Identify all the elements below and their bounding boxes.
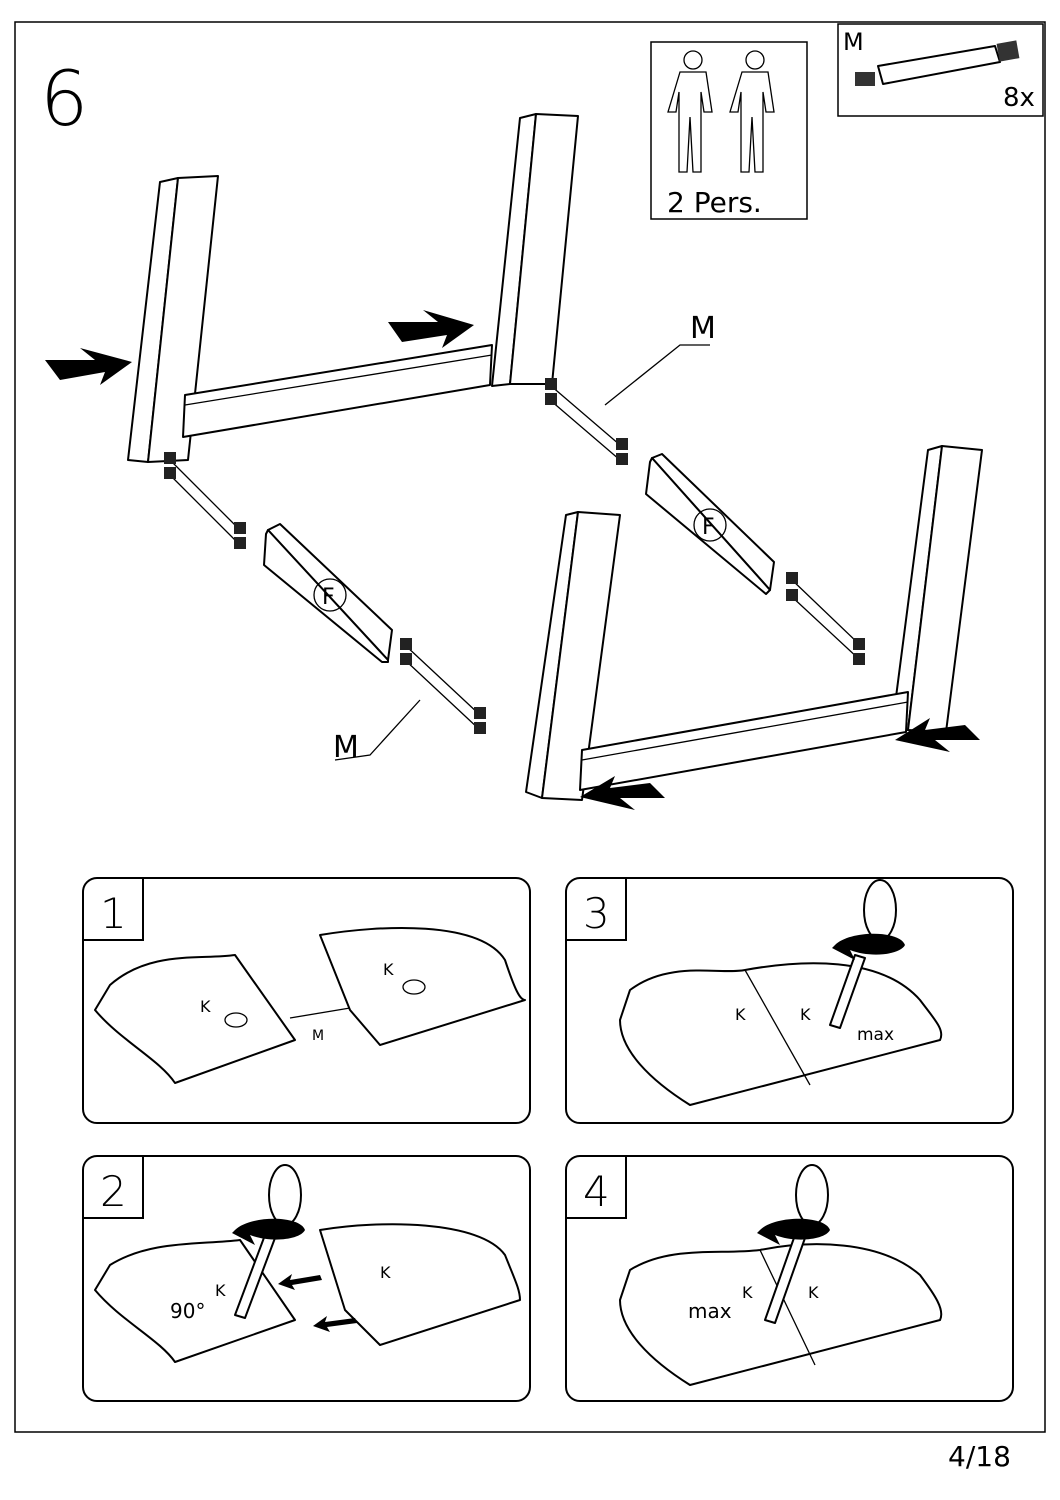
label-k: K: [800, 1005, 811, 1024]
push-arrow-icon: [895, 718, 980, 752]
rail: [182, 344, 493, 438]
panel-number: 3: [583, 889, 610, 938]
callout-m: M: [690, 311, 716, 346]
push-arrow-icon: [388, 310, 474, 348]
screwdriver-icon: [829, 879, 897, 1029]
label-angle: 90°: [170, 1299, 205, 1323]
callout-m: M: [333, 730, 359, 765]
push-arrow-icon: [580, 776, 665, 810]
part-letter: M: [843, 28, 864, 56]
connector-bolts: [164, 378, 865, 734]
rail: [579, 691, 909, 791]
screwdriver-icon: [234, 1164, 302, 1319]
rotate-arrow-icon: [232, 1218, 305, 1245]
label-max: max: [688, 1299, 732, 1323]
push-arrow-icon: [278, 1274, 322, 1290]
page-frame: [14, 21, 1046, 1433]
rail-label-f: F: [702, 515, 715, 540]
panel-number: 4: [583, 1167, 610, 1216]
detail-panel-1: 1 K K M: [82, 877, 531, 1124]
label-k: K: [215, 1281, 226, 1300]
rail-label-f: F: [322, 585, 335, 610]
push-arrow-icon: [313, 1316, 357, 1332]
detail-panel-4: 4 K K max: [565, 1155, 1014, 1402]
label-k: K: [742, 1283, 753, 1302]
person-icon: [667, 50, 713, 173]
part-m-box: M 8x: [837, 23, 1044, 117]
push-arrow-icon: [45, 348, 132, 385]
rotate-arrow-icon: [832, 933, 905, 960]
connector-bolt-icon: [855, 40, 1020, 86]
table-frame-illustration: F F M M: [45, 113, 983, 810]
persons-label: 2 Pers.: [667, 186, 762, 219]
page-number: 4/18: [948, 1440, 1011, 1473]
label-k: K: [808, 1283, 819, 1302]
rotate-arrow-icon: [757, 1218, 830, 1245]
label-k: K: [200, 997, 211, 1016]
label-k: K: [380, 1263, 391, 1282]
label-m: M: [312, 1028, 324, 1044]
two-persons-box: 2 Pers.: [650, 41, 808, 220]
panel-number: 2: [100, 1167, 127, 1216]
part-quantity: 8x: [1003, 83, 1035, 113]
detail-panel-3: 3 K K max: [565, 877, 1014, 1124]
panel-number: 1: [100, 889, 127, 938]
label-k: K: [735, 1005, 746, 1024]
label-k: K: [383, 960, 394, 979]
detail-panel-2: 2 K K 90°: [82, 1155, 531, 1402]
step-number: 6: [40, 54, 88, 143]
person-icon: [729, 50, 775, 173]
label-max: max: [857, 1025, 894, 1045]
